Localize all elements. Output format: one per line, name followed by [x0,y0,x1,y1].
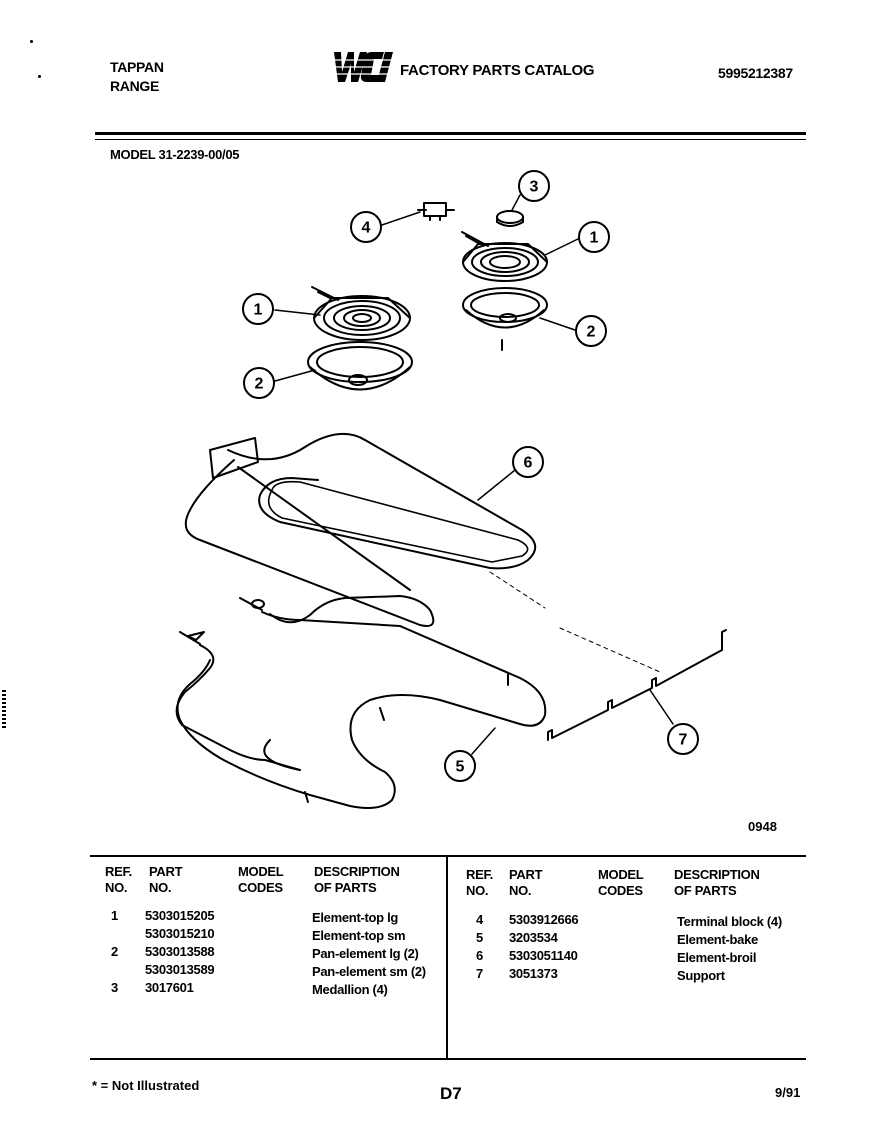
right-row-3-part: 5303051140 [509,948,578,963]
right-row-1-desc: Terminal block (4) [677,914,782,929]
callout-1-right: 1 [590,230,599,247]
callout-5: 5 [456,759,465,776]
header-ref-line2: NO. [466,883,489,898]
header-part-left: PART NO. [149,864,183,896]
right-row-3-ref: 6 [476,948,483,963]
header-rule [95,132,806,135]
header-model-line2: CODES [238,880,283,895]
right-row-4-desc: Support [677,968,725,983]
callout-circles [242,170,699,782]
header-model-line2: CODES [598,883,643,898]
header-desc-line1: DESCRIPTION [674,867,760,882]
right-row-3-desc: Element-broil [677,950,757,965]
header-model-right: MODEL CODES [598,867,644,899]
scan-speck [38,75,41,78]
right-row-2-desc: Element-bake [677,932,758,947]
header-desc-line1: DESCRIPTION [314,864,400,879]
header-model-left: MODEL CODES [238,864,284,896]
right-row-4-part: 3051373 [509,966,558,981]
right-row-1-part: 5303912666 [509,912,579,927]
callout-3: 3 [530,179,539,196]
header-desc-line2: OF PARTS [674,883,737,898]
broil-element [184,432,537,627]
header-part-line1: PART [149,864,183,879]
left-row-3-ref: 2 [111,944,118,959]
callout-1-left: 1 [254,302,263,319]
callout-2-left: 2 [255,376,264,393]
left-row-1-part: 5303015205 [145,908,215,923]
product-type: RANGE [110,78,160,94]
right-row-2-part: 3203534 [509,930,558,945]
page-number: D7 [440,1084,462,1103]
not-illustrated-legend: * = Not Illustrated [92,1078,200,1093]
left-row-4-part: 5303013589 [145,962,215,977]
table-top-rule [90,855,806,857]
table-divider [446,855,448,1060]
header-ref-line2: NO. [105,880,128,895]
header-desc-right: DESCRIPTION OF PARTS [674,867,760,899]
header-ref-line1: REF. [466,867,493,882]
brand-name: TAPPAN [110,59,164,75]
header-ref-right: REF. NO. [466,867,493,899]
header-part-line2: NO. [149,880,172,895]
left-row-5-part: 3017601 [145,980,194,995]
left-row-3-desc: Pan-element lg (2) [312,946,419,961]
header-part-line1: PART [509,867,543,882]
left-row-2-desc: Element-top sm [312,928,406,943]
wci-logo [332,52,394,82]
left-row-2-part: 5303015210 [145,926,215,941]
support-bracket [547,629,727,741]
terminal-block [417,202,455,221]
header-desc-left: DESCRIPTION OF PARTS [314,864,400,896]
callout-4: 4 [362,220,371,237]
scan-speck [30,40,33,43]
catalog-number: 5995212387 [718,65,793,81]
right-row-4-ref: 7 [476,966,483,981]
left-row-5-ref: 3 [111,980,118,995]
drip-pan-left [307,341,413,391]
header-ref-line1: REF. [105,864,132,879]
surface-element-left [311,286,411,341]
left-row-1-desc: Element-top lg [312,910,399,925]
callout-6: 6 [524,455,533,472]
callout-2-right: 2 [587,324,596,341]
header-rule-thin [95,139,806,140]
model-number: MODEL 31-2239-00/05 [110,147,240,162]
left-row-1-ref: 1 [111,908,118,923]
left-row-3-part: 5303013588 [145,944,215,959]
diagram-code: 0948 [748,819,777,834]
surface-element-right [461,231,548,282]
leader-lines [274,194,674,755]
right-row-2-ref: 5 [476,930,483,945]
right-row-1-ref: 4 [476,912,483,927]
header-desc-line2: OF PARTS [314,880,377,895]
parts-diagram: 3 4 1 2 1 2 6 5 7 [175,170,727,809]
left-row-5-desc: Medallion (4) [312,982,388,997]
header-model-line1: MODEL [598,867,644,882]
header-part-right: PART NO. [509,867,543,899]
medallion [496,210,524,227]
header-part-line2: NO. [509,883,532,898]
scan-mark [2,690,6,730]
header-model-line1: MODEL [238,864,284,879]
drip-pan-right [462,287,548,351]
bake-element [175,597,547,809]
table-bottom-rule [90,1058,806,1060]
left-row-4-desc: Pan-element sm (2) [312,964,426,979]
catalog-title: FACTORY PARTS CATALOG [400,62,595,79]
brand-block: TAPPAN RANGE [110,58,164,96]
assembly-lines [489,571,661,673]
catalog-date: 9/91 [775,1085,801,1100]
callout-7: 7 [679,732,688,749]
header-ref-left: REF. NO. [105,864,132,896]
